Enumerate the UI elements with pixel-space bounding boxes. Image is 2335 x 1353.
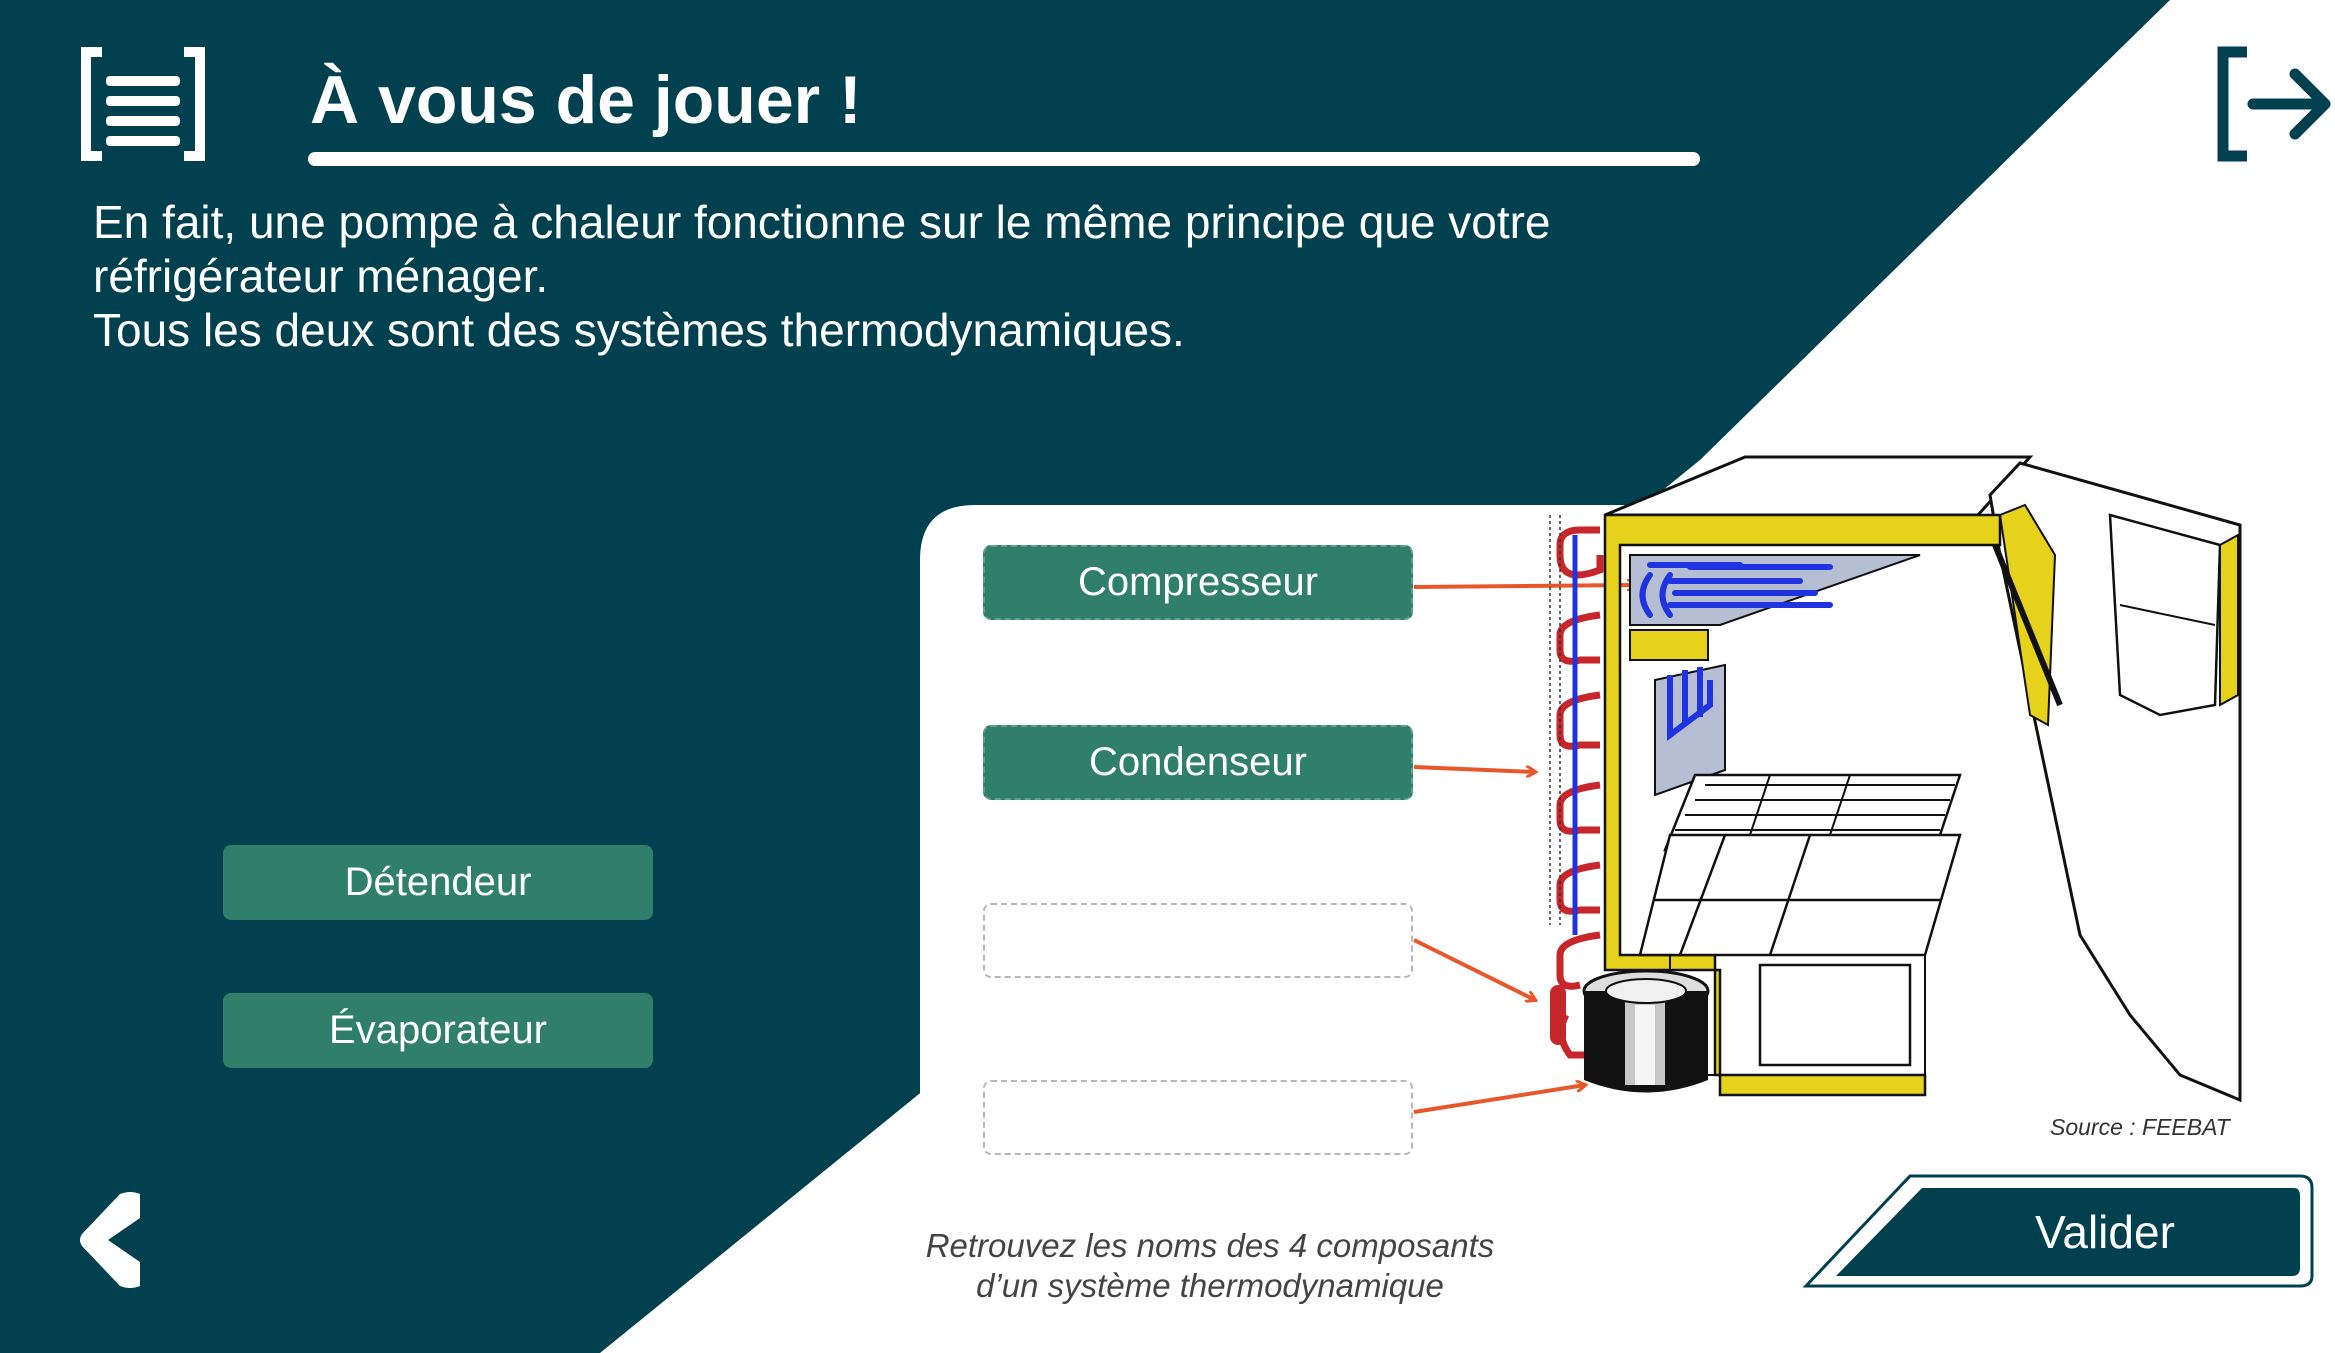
drop-slot-1-compresseur[interactable]: Compresseur [983, 545, 1413, 620]
title-underline [308, 152, 1700, 166]
instruction-text: Retrouvez les noms des 4 composants d’un… [910, 1226, 1510, 1306]
validate-button[interactable] [1800, 1172, 2315, 1292]
figure-source: Source : FEEBAT [2050, 1114, 2230, 1140]
draggable-tile-evaporateur[interactable]: Évaporateur [223, 993, 653, 1068]
intro-line: réfrigérateur ménager. [93, 250, 549, 302]
exit-arrow-icon[interactable] [2215, 46, 2335, 162]
intro-text: En fait, une pompe à chaleur fonctionne … [93, 195, 1551, 357]
instruction-line: d’un système thermodynamique [976, 1267, 1444, 1304]
page-title: À vous de jouer ! [310, 62, 862, 138]
validate-button-label: Valider [2035, 1206, 2175, 1258]
chevron-left-icon[interactable] [78, 1190, 148, 1290]
drop-slot-4-empty[interactable] [983, 1080, 1413, 1155]
draggable-tile-detendeur[interactable]: Détendeur [223, 845, 653, 920]
intro-line: Tous les deux sont des systèmes thermody… [93, 304, 1185, 356]
drop-slot-2-condenseur[interactable]: Condenseur [983, 725, 1413, 800]
drop-slot-3-empty[interactable] [983, 903, 1413, 978]
intro-line: En fait, une pompe à chaleur fonctionne … [93, 196, 1551, 248]
fridge-diagram [1549, 455, 2242, 1103]
instruction-line: Retrouvez les noms des 4 composants [925, 1227, 1495, 1264]
menu-list-icon[interactable] [78, 46, 208, 162]
